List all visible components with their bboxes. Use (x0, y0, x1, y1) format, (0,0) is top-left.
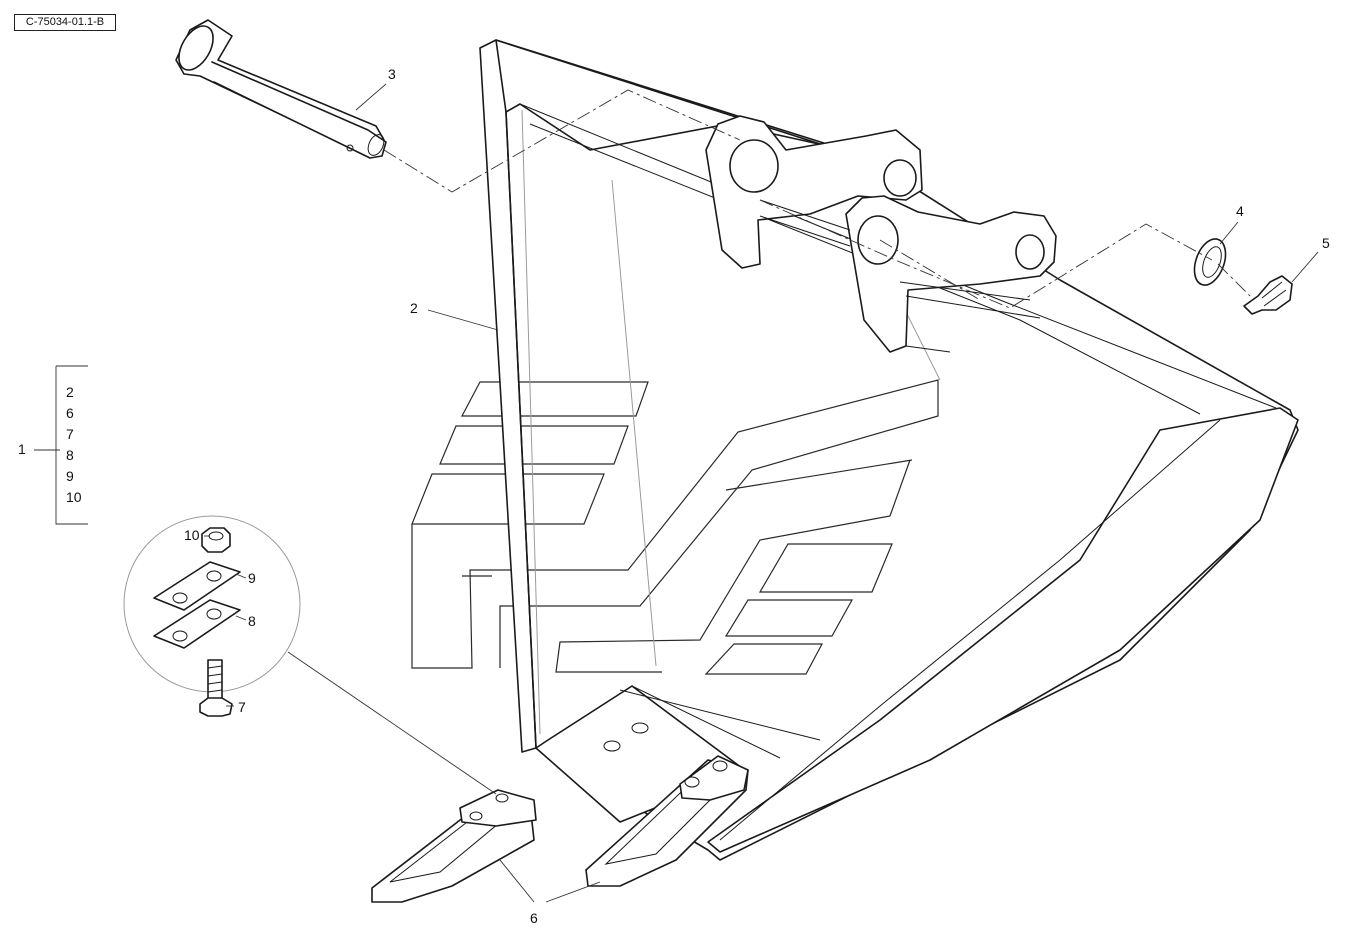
washer (1193, 238, 1227, 286)
drawing-reference-code: C-75034-01.1-B (14, 14, 116, 31)
assembly-component-5: 9 (66, 468, 74, 484)
assembly-component-4: 8 (66, 447, 74, 463)
clip (1243, 275, 1293, 315)
bolt (199, 659, 233, 717)
callout-clip: 5 (1322, 235, 1330, 251)
callout-nut: 10 (184, 527, 200, 543)
hardware-detail-view (123, 515, 301, 717)
callout-assembly: 1 (18, 441, 26, 457)
leader-lines (34, 83, 1319, 903)
assembly-centerlines (383, 89, 1251, 309)
assembly-component-6: 10 (66, 489, 82, 505)
callout-pin: 3 (388, 66, 396, 82)
callout-plate-upper: 9 (248, 570, 256, 586)
nut (201, 527, 231, 553)
plate-lower (153, 599, 241, 649)
callout-labels: 3 2 4 5 1 2 6 7 8 9 10 10 9 8 7 6 (18, 66, 1330, 926)
callout-washer: 4 (1236, 203, 1244, 219)
watermark-logo (411, 379, 939, 675)
bucket-mounting-brackets (705, 115, 1057, 353)
bucket-tooth-left (371, 789, 537, 903)
assembly-component-1: 2 (66, 384, 74, 400)
callout-bolt: 7 (238, 699, 246, 715)
assembly-component-2: 6 (66, 405, 74, 421)
bucket-tooth-right (585, 755, 749, 887)
callout-tooth: 6 (530, 910, 538, 926)
plate-upper (153, 561, 241, 611)
assembly-component-3: 7 (66, 426, 74, 442)
callout-plate-lower: 8 (248, 613, 256, 629)
callout-bucket: 2 (410, 300, 418, 316)
pin (175, 19, 387, 159)
